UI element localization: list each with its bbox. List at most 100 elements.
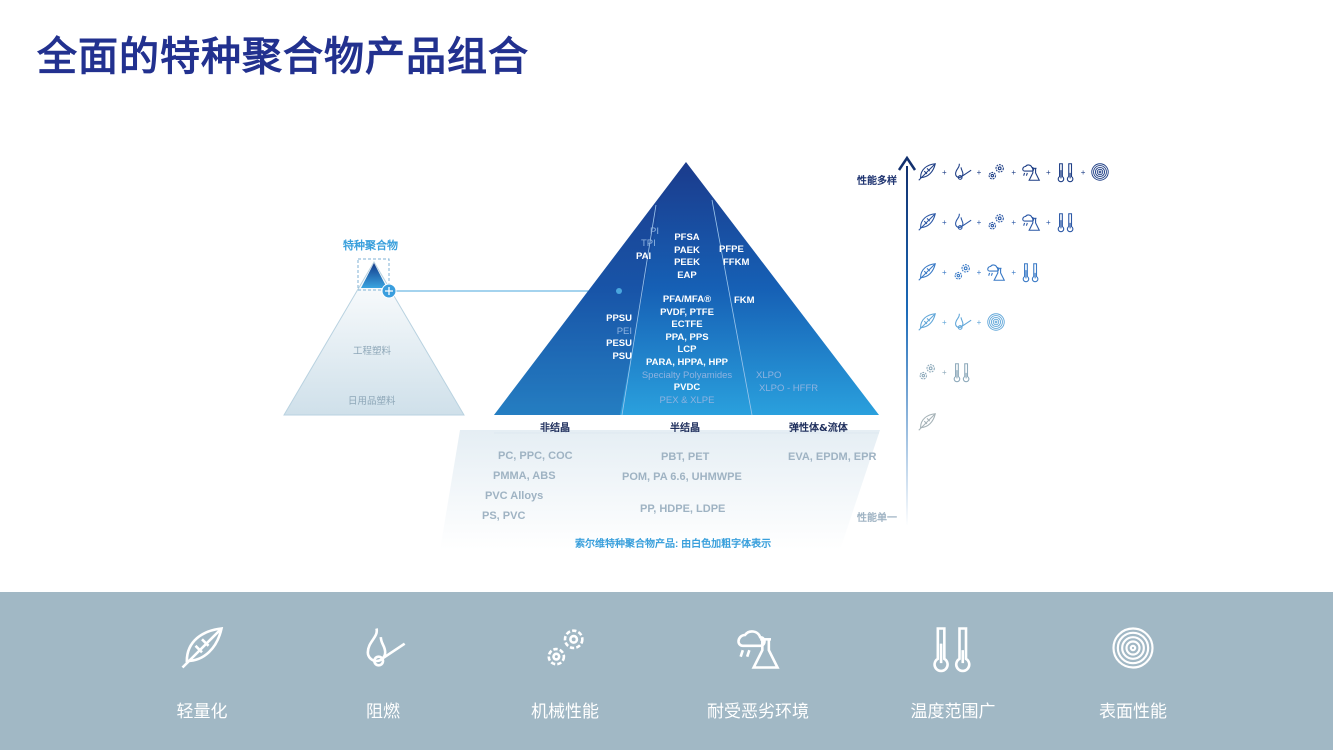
- base-item: PBT, PET: [661, 451, 710, 463]
- feature-5: 表面性能: [1053, 622, 1213, 722]
- polymer: PPSU: [606, 313, 632, 324]
- feature-4: 温度范围广: [873, 622, 1033, 722]
- left-pyramid: [283, 261, 465, 416]
- feature-label: 阻燃: [366, 702, 400, 722]
- base-item: PMMA, ABS: [493, 470, 556, 482]
- flame-icon: [357, 622, 409, 674]
- plus-sign: +: [1011, 167, 1017, 177]
- icon-row: +: [916, 361, 973, 383]
- polymer: PEEK: [674, 257, 700, 269]
- axis-arrow-icon: [897, 155, 917, 171]
- polymer: PAEK: [674, 244, 700, 256]
- feature-0: 轻量化: [122, 622, 282, 722]
- feature-label: 表面性能: [1099, 702, 1167, 722]
- leaf-icon: [916, 311, 938, 333]
- plus-sign: +: [942, 167, 947, 177]
- weather-flask-icon: [1020, 211, 1042, 233]
- plus-sign: +: [1046, 167, 1051, 177]
- plus-sign: +: [942, 367, 947, 377]
- plus-sign: +: [976, 317, 982, 327]
- performance-axis: [906, 166, 908, 526]
- base-item: EVA, EPDM, EPR: [788, 451, 877, 463]
- polymer-XLPO-HFFR: XLPO - HFFR: [759, 383, 819, 394]
- polymer-FKM: FKM: [734, 295, 755, 306]
- base-fade: [440, 430, 880, 550]
- polymer: ECTFE: [671, 319, 703, 331]
- flame-icon: [951, 211, 973, 233]
- feature-label: 机械性能: [531, 702, 599, 722]
- polymer: PVDC: [673, 382, 701, 394]
- gears-icon: [951, 261, 973, 283]
- plus-sign: +: [1046, 217, 1051, 227]
- weather-flask-icon: [1020, 161, 1042, 183]
- amorphous-section: [494, 162, 686, 415]
- plus-sign: +: [976, 167, 982, 177]
- polymer: FFKM: [723, 256, 750, 268]
- plus-sign: +: [942, 217, 947, 227]
- thermometer-icon: [1055, 211, 1077, 233]
- thermometer-icon: [1055, 161, 1077, 183]
- polymer: PFSA: [674, 232, 700, 243]
- plus-sign: +: [976, 267, 982, 277]
- base-item: PS, PVC: [482, 510, 526, 522]
- pyramid-diagram: [283, 155, 917, 550]
- plus-sign: +: [1011, 217, 1017, 227]
- base-item: PVC Alloys: [485, 490, 544, 502]
- weather-flask-icon: [732, 622, 784, 674]
- leaf-icon: [916, 411, 938, 433]
- icon-row: [916, 411, 938, 433]
- polymer-PI: PI: [650, 226, 659, 237]
- footnote: 索尔维特种聚合物产品: 由白色加粗字体表示: [575, 539, 772, 550]
- flame-icon: [951, 311, 973, 333]
- feature-label: 轻量化: [176, 702, 228, 722]
- plus-sign: +: [942, 267, 947, 277]
- polymer: PPA, PPS: [665, 331, 709, 343]
- polymer-XLPO: XLPO: [756, 370, 782, 381]
- commodity-label: 日用品塑料: [348, 396, 396, 407]
- feature-3: 耐受恶劣环境: [678, 622, 838, 722]
- feature-label: 耐受恶劣环境: [707, 702, 809, 722]
- leaf-icon: [176, 622, 228, 674]
- polymer: PFPE: [719, 244, 744, 255]
- thermometer-icon: [927, 622, 979, 674]
- polymer: EAP: [677, 269, 697, 281]
- polymer: PESU: [606, 338, 632, 350]
- polymer: Specialty Polyamides: [641, 369, 733, 381]
- category-amorphous: 非结晶: [540, 423, 570, 434]
- base-item: POM, PA 6.6, UHMWPE: [622, 471, 742, 483]
- flame-icon: [951, 161, 973, 183]
- icon-row: + + +: [916, 261, 1042, 283]
- polymer: PSU: [612, 350, 632, 362]
- main-pyramid: [494, 162, 879, 415]
- weather-flask-icon: [985, 261, 1007, 283]
- mini-pyramid: [361, 263, 387, 288]
- polymer-TPI: TPI: [641, 238, 656, 249]
- gears-icon: [539, 622, 591, 674]
- gears-icon: [916, 361, 938, 383]
- axis-bottom-label: 性能单一: [857, 513, 897, 524]
- icon-row: + + + + +: [916, 161, 1111, 183]
- leaf-icon: [916, 211, 938, 233]
- category-elastomer: 弹性体&流体: [789, 423, 848, 434]
- fingerprint-icon: [1107, 622, 1159, 674]
- plus-sign: +: [1011, 267, 1017, 277]
- fingerprint-icon: [985, 311, 1007, 333]
- feature-1: 阻燃: [303, 622, 463, 722]
- polymer: PFA/MFA®: [662, 294, 712, 305]
- polymer-PAI: PAI: [636, 251, 652, 262]
- polymer: PEX & XLPE: [659, 394, 715, 406]
- polymer: LCP: [677, 344, 697, 356]
- category-semicrystalline: 半结晶: [670, 423, 700, 434]
- features-band: 轻量化 阻燃 机械性能 耐受恶劣环境 温度范围广表面性能: [0, 592, 1333, 750]
- thermometer-icon: [951, 361, 973, 383]
- polymer: PVDF, PTFE: [660, 306, 714, 318]
- leaf-icon: [916, 161, 938, 183]
- plus-sign: +: [1080, 167, 1086, 177]
- feature-2: 机械性能: [485, 622, 645, 722]
- icon-row: ++++: [916, 211, 1077, 233]
- leaf-icon: [916, 261, 938, 283]
- specialty-label: 特种聚合物: [343, 240, 398, 252]
